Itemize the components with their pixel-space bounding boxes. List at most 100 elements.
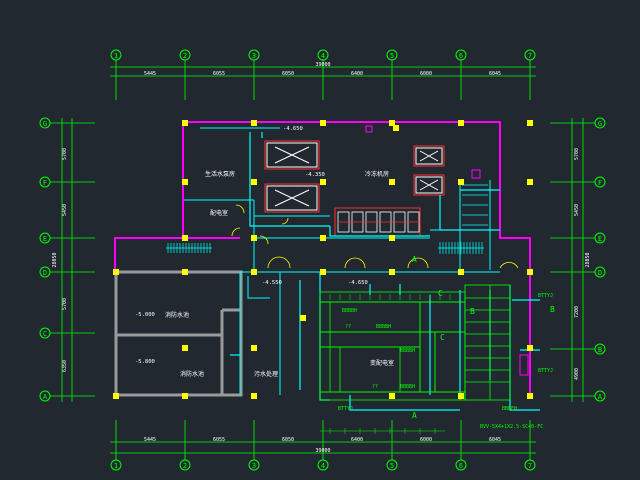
top-span-4: 6400 — [351, 71, 363, 77]
section-tag-a1: A — [412, 255, 417, 264]
axis-label-bottom-6: 6 — [459, 462, 463, 470]
axis-label-left-d: D — [43, 269, 47, 277]
bottom-span-1: 5445 — [144, 437, 156, 443]
right-span-5: 4900 — [574, 368, 580, 380]
section-tag-b1: B — [470, 307, 475, 316]
top-span-2: 6055 — [213, 71, 225, 77]
pump-row — [337, 211, 420, 233]
axis-label-left-a: A — [43, 393, 48, 401]
top-span-3: 6050 — [282, 71, 294, 77]
axis-label-top-6: 6 — [459, 52, 463, 60]
elevation-label-5: -4.550 — [262, 280, 282, 286]
axis-label-bottom-1: 1 — [114, 462, 118, 470]
elevation-label-2: -4.350 — [305, 172, 325, 178]
room-label-tank: 污水处理 — [254, 370, 278, 378]
note-bottom-caption: BVV-5X4+1X2.5-SC40-FC — [480, 424, 543, 430]
room-label-small: 配电室 — [210, 209, 228, 217]
bottom-span-3: 6050 — [282, 437, 294, 443]
axis-label-left-f: F — [43, 179, 47, 187]
room-label-pool-2: 消防水池 — [180, 370, 204, 378]
bottom-overall-dim: 39000 — [315, 448, 330, 454]
stairs-right — [438, 184, 488, 254]
axis-label-top-2: 2 — [183, 52, 187, 60]
elevation-label-4: -5.800 — [135, 359, 155, 365]
axis-label-right-f: F — [598, 179, 602, 187]
note-right-2: BTTYJ — [538, 368, 553, 374]
room-label-prep: 生活水泵房 — [205, 170, 235, 178]
axis-label-right-b: B — [598, 346, 602, 354]
left-axis-bubbles — [39, 117, 51, 402]
panel-label-1: BBBBH — [376, 324, 391, 330]
equipment-chiller-outlines — [264, 140, 445, 237]
bottom-span-2: 6055 — [213, 437, 225, 443]
axis-label-top-7: 7 — [528, 52, 532, 60]
top-dimension-lines — [110, 60, 536, 100]
section-tag-a2: A — [412, 411, 417, 420]
stairs-left — [166, 243, 212, 253]
right-overall-dim: 28050 — [585, 252, 591, 267]
room-label-pool-1: 消防水池 — [165, 311, 189, 319]
left-span-5: 6350 — [62, 360, 68, 372]
exterior-walls — [114, 121, 531, 395]
section-tag-c: C — [438, 289, 443, 298]
bottom-span-4: 6400 — [351, 437, 363, 443]
panel-label-3: ?? — [345, 324, 351, 330]
axis-label-top-4: 4 — [321, 52, 325, 60]
top-overall-dim: 39000 — [315, 62, 330, 68]
axis-label-right-d: D — [598, 269, 602, 277]
axis-label-top-3: 3 — [252, 52, 256, 60]
axis-label-bottom-5: 5 — [390, 462, 394, 470]
left-span-2: 5450 — [62, 204, 68, 216]
top-span-1: 5445 — [144, 71, 156, 77]
right-span-4: 7200 — [574, 306, 580, 318]
structural-columns — [113, 120, 533, 399]
note-bottom-2: BBBEH — [502, 406, 517, 412]
elevation-label-1: -4.650 — [283, 126, 303, 132]
right-span-1: 5700 — [574, 148, 580, 160]
axis-label-bottom-7: 7 — [528, 462, 532, 470]
room-label-center: 变配电室 — [370, 359, 394, 367]
panel-label-6: BBBBH — [400, 348, 415, 354]
top-span-5: 6000 — [420, 71, 432, 77]
door-swings — [231, 204, 519, 269]
left-overall-dim: 28050 — [52, 252, 58, 267]
panel-label-2: BBBBH — [400, 384, 415, 390]
equipment-marker — [365, 125, 373, 133]
section-tag-b2: B — [550, 305, 555, 314]
elevation-label-3: -5.000 — [135, 312, 155, 318]
left-dimension-lines — [50, 118, 95, 402]
axis-label-bottom-3: 3 — [252, 462, 256, 470]
axis-label-top-5: 5 — [390, 52, 394, 60]
axis-label-top-1: 1 — [114, 52, 118, 60]
right-axis-bubbles — [594, 117, 606, 402]
elevation-label-6: -4.650 — [348, 280, 368, 286]
pool-walls — [114, 270, 243, 397]
axis-label-right-g: G — [598, 120, 602, 128]
room-label-main: 冷冻机房 — [365, 170, 389, 178]
note-right-1: BTTYJ — [538, 293, 553, 299]
left-span-1: 5700 — [62, 148, 68, 160]
axis-label-right-e: E — [598, 235, 602, 243]
axis-label-right-a: A — [598, 393, 603, 401]
panel-label-5: BBBBH — [342, 308, 357, 314]
axis-label-bottom-2: 2 — [183, 462, 187, 470]
axis-label-left-e: E — [43, 235, 47, 243]
axis-label-left-g: G — [43, 120, 47, 128]
equipment-marker-3 — [519, 354, 529, 376]
panel-label-4: ?? — [372, 384, 378, 390]
bottom-dimension-lines — [110, 420, 536, 460]
switchgear-panels — [319, 284, 511, 401]
panel-tick-marks — [320, 294, 451, 434]
axis-label-left-c: C — [43, 330, 47, 338]
right-dimension-lines — [550, 118, 595, 402]
bottom-span-5: 6000 — [420, 437, 432, 443]
axis-label-bottom-4: 4 — [321, 462, 325, 470]
right-span-2: 5450 — [574, 204, 580, 216]
equipment-marker-2 — [471, 169, 481, 179]
left-span-4: 5700 — [62, 298, 68, 310]
section-tag-c2: C — [440, 333, 445, 342]
note-bottom: BTTYJ — [338, 406, 353, 412]
equipment-chiller-units — [266, 142, 443, 211]
bottom-span-6: 6045 — [489, 437, 501, 443]
